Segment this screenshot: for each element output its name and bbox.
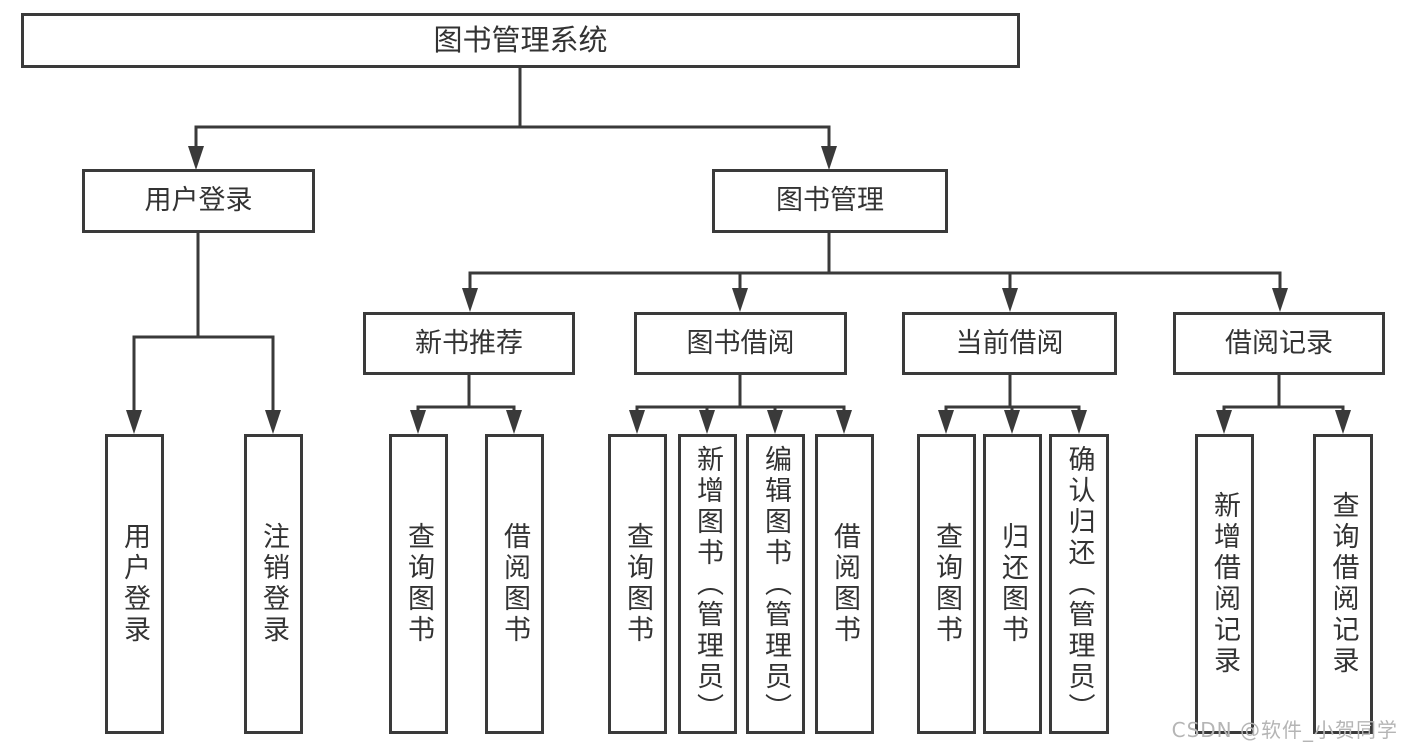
leaf-borrowing-borrow-books: 借阅图书: [815, 434, 874, 734]
leaf-user-login: 用户登录: [105, 434, 164, 734]
leaf-records-add-borrow-record: 新增借阅记录: [1195, 434, 1254, 734]
leaf-recommend-query-books: 查询图书: [389, 434, 448, 734]
leaf-borrowing-query-books: 查询图书: [608, 434, 667, 734]
node-book-management-group: 图书管理: [712, 169, 948, 233]
connectors-current-borrow-branch: [938, 375, 1087, 434]
leaf-recommend-borrow-books: 借阅图书: [485, 434, 544, 734]
node-user-login-group: 用户登录: [82, 169, 315, 233]
leaf-current-query-books: 查询图书: [917, 434, 976, 734]
connectors-book-mgmt-to-level3: [462, 233, 1288, 312]
node-new-book-recommend: 新书推荐: [363, 312, 575, 375]
leaf-borrowing-edit-books-admin: 编辑图书（管理员）: [746, 434, 805, 734]
node-book-borrowing: 图书借阅: [634, 312, 847, 375]
node-root-system: 图书管理系统: [21, 13, 1020, 68]
csdn-watermark: CSDN @软件_小贺同学: [1171, 718, 1398, 742]
connectors-borrow-records-branch: [1216, 375, 1351, 434]
leaf-logout: 注销登录: [244, 434, 303, 734]
node-borrowing-records: 借阅记录: [1173, 312, 1385, 375]
node-current-borrowing: 当前借阅: [902, 312, 1117, 375]
connectors-book-borrow-branch: [629, 375, 852, 434]
connectors-new-book-rec-branch: [410, 375, 522, 434]
connectors-user-login-branch: [126, 233, 281, 434]
connectors-root-to-level2: [188, 68, 837, 170]
leaf-current-return-books: 归还图书: [983, 434, 1042, 734]
leaf-borrowing-add-books-admin: 新增图书（管理员）: [678, 434, 737, 734]
leaf-current-confirm-return-admin: 确认归还（管理员）: [1049, 434, 1109, 734]
leaf-records-query-borrow-record: 查询借阅记录: [1313, 434, 1373, 734]
